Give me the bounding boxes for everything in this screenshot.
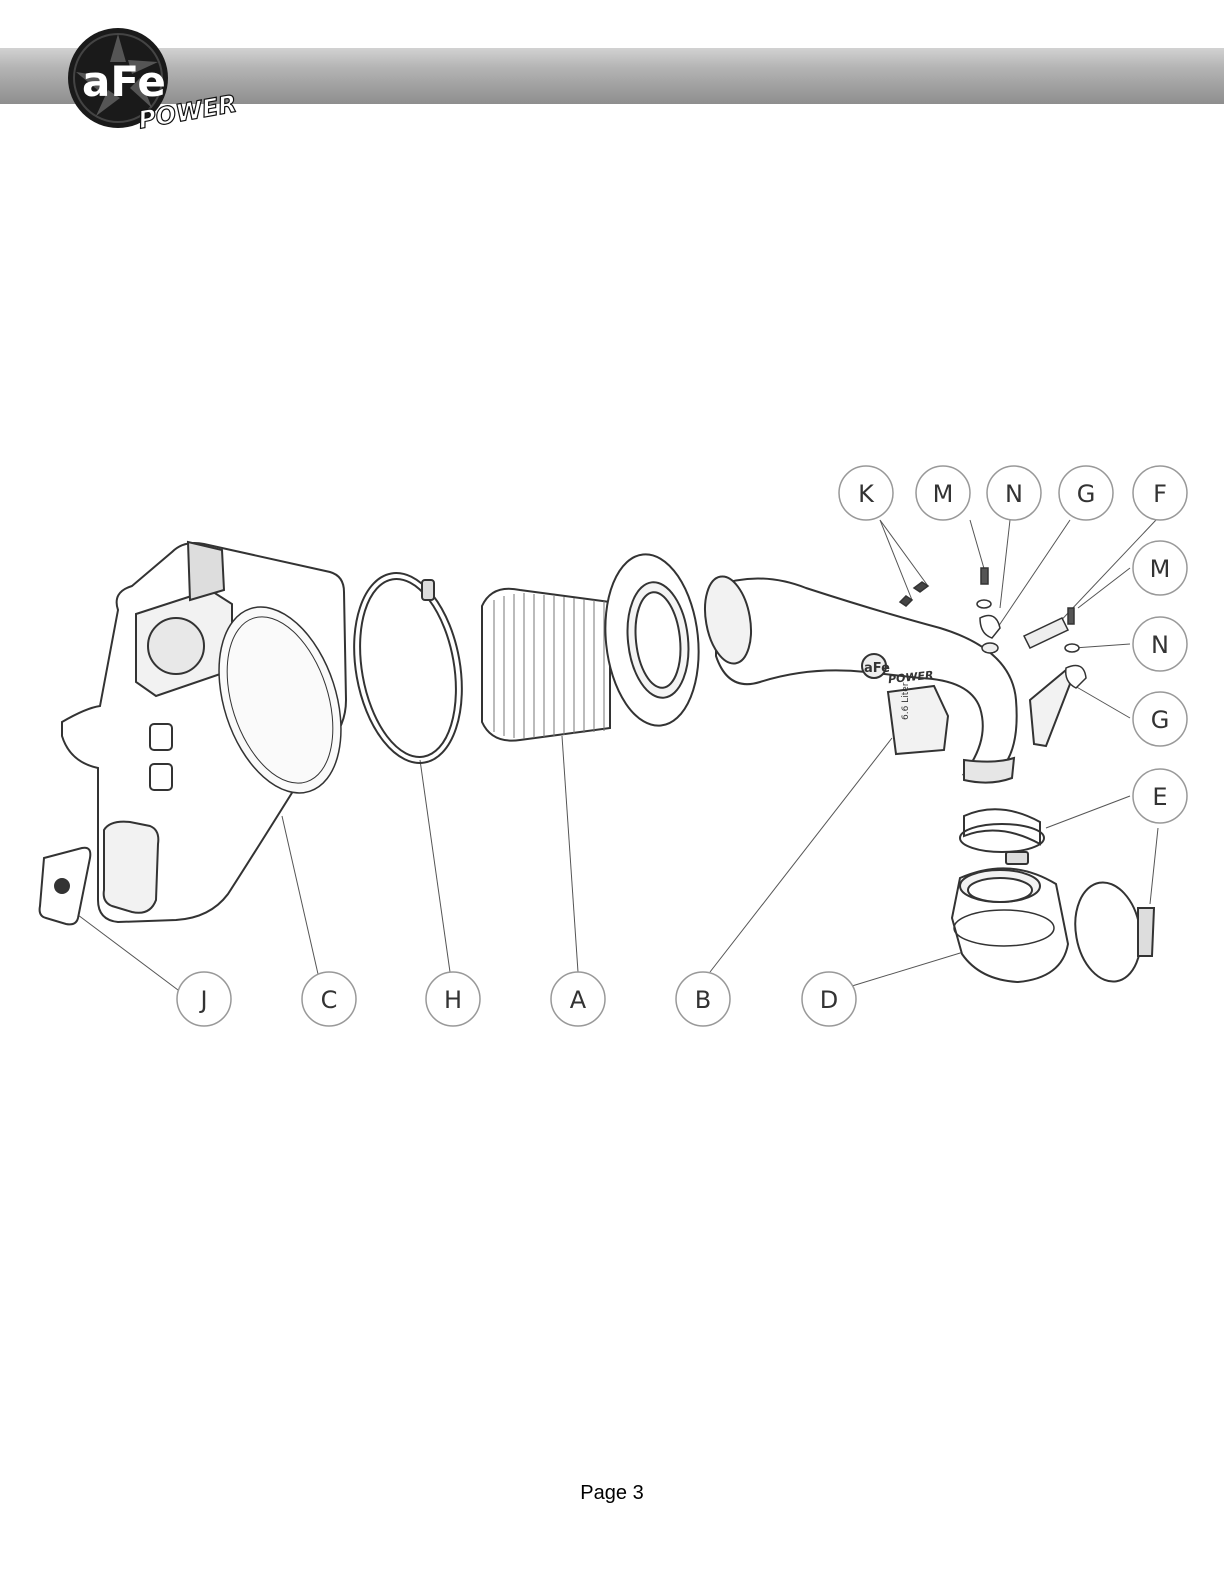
leader-lines: [73, 519, 1159, 997]
callout-n-top: N: [986, 465, 1042, 521]
part-d-coupler: [950, 867, 1070, 984]
callout-e-right-label: E: [1152, 783, 1167, 811]
callout-k: K: [838, 465, 894, 521]
header-bar: [0, 48, 1224, 104]
callout-d: D: [801, 971, 857, 1027]
callout-m-right: M: [1132, 540, 1188, 596]
callout-b-label: B: [695, 986, 711, 1014]
callout-g-top-label: G: [1077, 480, 1096, 508]
callout-h-label: H: [444, 986, 462, 1014]
part-h-clamp-ring: [353, 572, 463, 764]
tube-logo: aFe: [864, 661, 890, 676]
callout-c-label: C: [321, 986, 338, 1014]
callout-n-right-label: N: [1151, 631, 1169, 659]
exploded-parts-diagram: aFe POWER 6.6 Liter K: [38, 465, 1188, 1027]
page-number: Page 3: [580, 1482, 644, 1504]
callout-f: F: [1132, 465, 1188, 521]
callout-g-right: G: [1132, 691, 1188, 747]
part-b-intake-tube: aFe POWER 6.6 Liter: [704, 575, 1072, 784]
callouts: K M N G F M N G: [176, 465, 1188, 1027]
callout-e-right: E: [1132, 768, 1188, 824]
tube-liter-text: 6.6 Liter: [901, 682, 911, 720]
part-e-clamp-lower: [1074, 881, 1156, 983]
callout-n-right: N: [1132, 616, 1188, 672]
tube-logo-sub: POWER: [887, 669, 934, 687]
callout-m-top-label: M: [933, 480, 954, 508]
afe-power-logo: aFe POWER: [68, 28, 239, 134]
logo-text: aFe: [82, 57, 166, 106]
callout-n-top-label: N: [1005, 480, 1023, 508]
part-a-air-filter: [481, 553, 700, 742]
callout-b: B: [675, 971, 731, 1027]
callout-g-top: G: [1058, 465, 1114, 521]
part-c-airbox: [61, 540, 348, 924]
callout-a-label: A: [570, 986, 587, 1014]
callout-h: H: [425, 971, 481, 1027]
callout-j: J: [176, 971, 232, 1027]
callout-j-label: J: [198, 986, 207, 1014]
callout-m-top: M: [915, 465, 971, 521]
callout-a: A: [550, 971, 606, 1027]
callout-k-label: K: [858, 480, 875, 508]
callout-e-lower-label: E: [1152, 783, 1167, 811]
part-j-cap: [38, 846, 92, 926]
callout-c: C: [301, 971, 357, 1027]
callout-d-label: D: [820, 986, 838, 1014]
callout-f-label: F: [1153, 480, 1167, 508]
part-hardware-cluster: [898, 567, 1087, 689]
part-e-clamp-upper: [959, 808, 1045, 865]
callout-m-right-label: M: [1150, 555, 1171, 583]
callout-g-right-label: G: [1151, 706, 1170, 734]
